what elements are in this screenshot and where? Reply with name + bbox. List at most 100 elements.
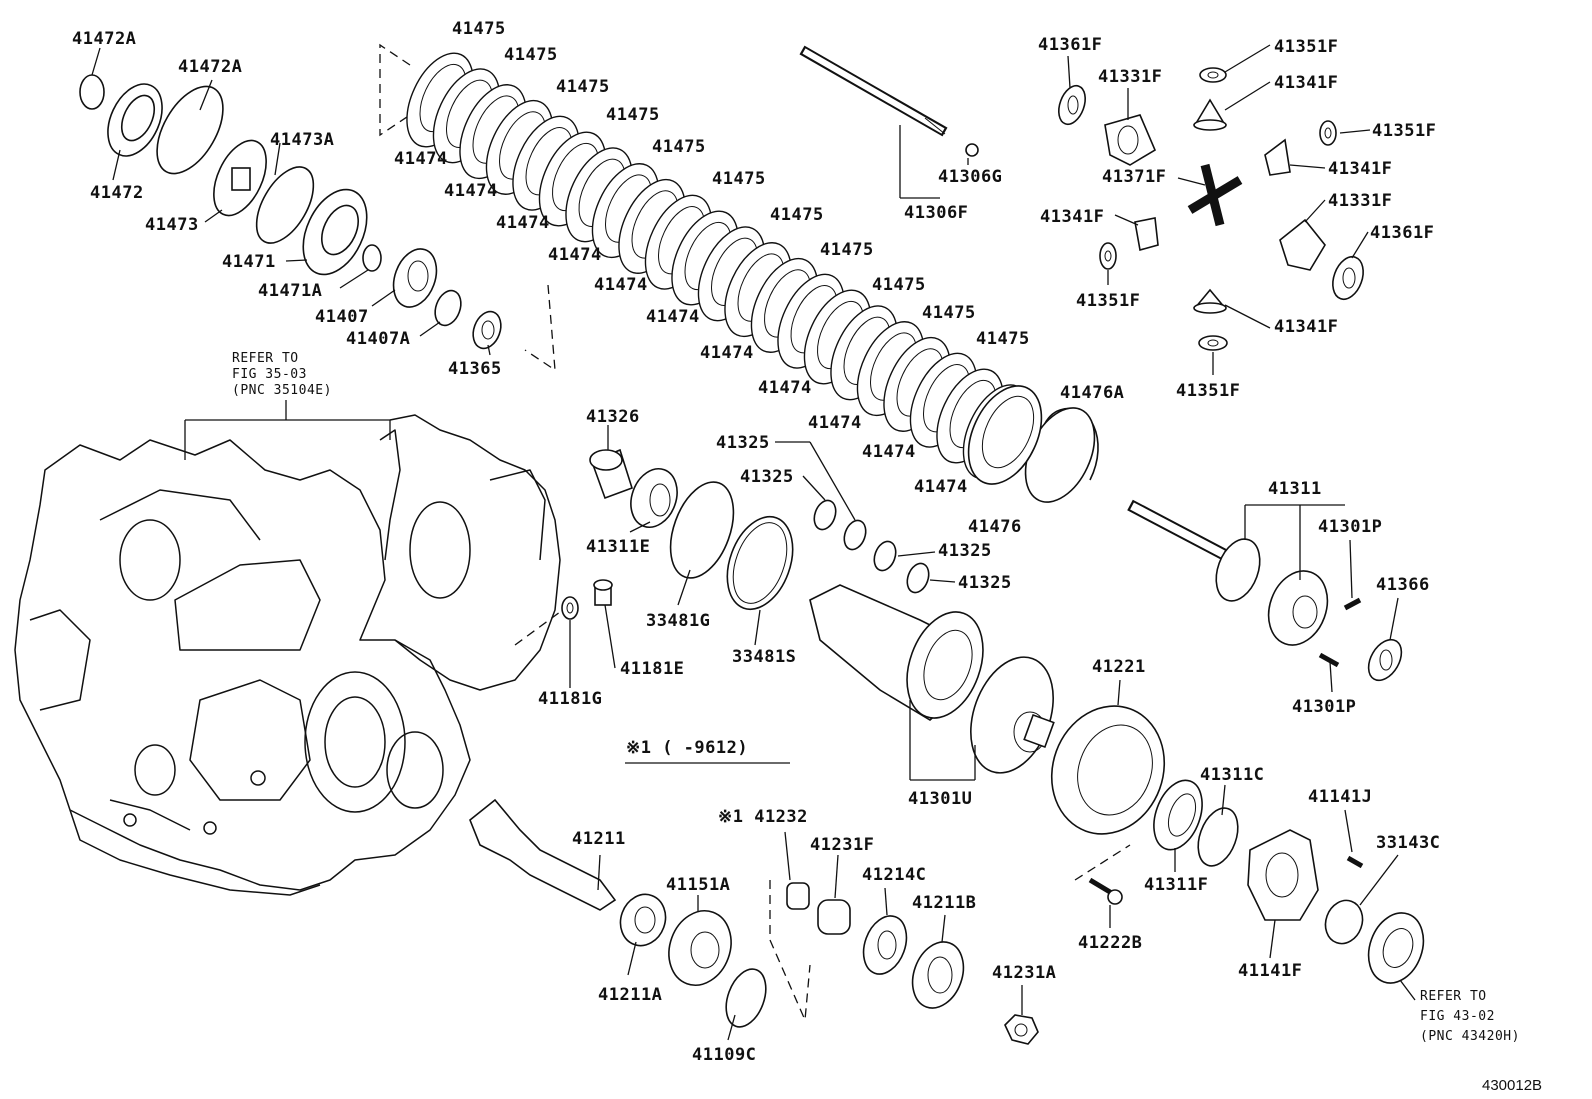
side-gear-41331F-top[interactable] — [1104, 114, 1157, 166]
bushing-41231F[interactable] — [817, 899, 851, 935]
seal-ring-33481S[interactable] — [715, 508, 804, 619]
callout-41471A: 41471A — [258, 281, 322, 301]
callout-41341F-a: 41341F — [1274, 73, 1338, 93]
oil-seal-41472[interactable] — [97, 75, 173, 164]
callout-41326: 41326 — [586, 407, 640, 427]
callout-41475-2: 41475 — [504, 45, 558, 65]
pinion-41341F-c[interactable] — [1134, 217, 1159, 252]
callout-41301U: 41301U — [908, 789, 972, 809]
callout-41311F: 41311F — [1144, 875, 1208, 895]
callout-labels: 41472A 41472A 41472 41473A 41473 41471 4… — [72, 19, 1542, 1094]
bearing-41211A[interactable] — [613, 888, 672, 952]
pinion-41341F-d[interactable] — [1193, 288, 1227, 314]
callout-41301P-b: 41301P — [1292, 697, 1356, 717]
gasket-41181G[interactable] — [561, 596, 579, 620]
small-o-ring-41472A[interactable] — [79, 74, 105, 110]
callout-41475-4: 41475 — [606, 105, 660, 125]
callout-41306F: 41306F — [904, 203, 968, 223]
pinion-shaft-41371F[interactable] — [1187, 163, 1243, 227]
washer-41351F-a[interactable] — [1199, 67, 1227, 83]
pinion-41341F-a[interactable] — [1193, 98, 1227, 131]
washer-41351F-c[interactable] — [1099, 242, 1117, 270]
callout-41371F: 41371F — [1102, 167, 1166, 187]
snap-ring-41109C[interactable] — [719, 964, 773, 1033]
callout-41476: 41476 — [968, 517, 1022, 537]
callout-41474-6: 41474 — [646, 307, 700, 327]
refer-note-case-line2: FIG 35-03 — [232, 367, 307, 382]
bolt-41301P-a[interactable] — [1343, 597, 1362, 611]
callout-41109C: 41109C — [692, 1045, 756, 1065]
snap-ring-41407A[interactable] — [431, 287, 466, 329]
washer-41214C[interactable] — [856, 910, 914, 980]
thrust-washer-41361F-b[interactable] — [1327, 253, 1368, 304]
callout-41325-3: 41325 — [938, 541, 992, 561]
bearing-race-41326[interactable] — [589, 448, 633, 500]
ring-gear-41221[interactable] — [1034, 690, 1182, 850]
callout-41181E: 41181E — [620, 659, 684, 679]
bolt-41141J[interactable] — [1346, 855, 1364, 869]
seal-ring-33481G[interactable] — [659, 473, 746, 586]
callout-41331F-b: 41331F — [1328, 191, 1392, 211]
race-41311C[interactable] — [1191, 803, 1245, 872]
washer-41351F-d[interactable] — [1198, 335, 1228, 351]
washer-41351F-b[interactable] — [1319, 120, 1337, 146]
clutch-plate-pack[interactable] — [379, 43, 1043, 489]
callout-41475-9: 41475 — [872, 275, 926, 295]
callout-41474-7: 41474 — [700, 343, 754, 363]
callout-33143C: 33143C — [1376, 833, 1440, 853]
bearing-41471[interactable] — [291, 179, 380, 284]
plug-41181E[interactable] — [593, 579, 613, 606]
washer-41365[interactable] — [468, 308, 505, 353]
piston-41476[interactable] — [954, 374, 1056, 495]
seal-33143C[interactable] — [1320, 895, 1369, 949]
planetary-gear-41407[interactable] — [386, 243, 444, 313]
differential-case-41301U[interactable] — [809, 584, 1068, 784]
callout-41311E: 41311E — [586, 537, 650, 557]
drive-pinion-41211[interactable] — [469, 798, 617, 911]
side-gear-41331F-b[interactable] — [1279, 218, 1326, 271]
bearing-41211B[interactable] — [904, 935, 972, 1015]
pinion-41341F-b[interactable] — [1264, 138, 1291, 176]
seal-41366[interactable] — [1362, 634, 1408, 686]
thrust-washer-41361F-top[interactable] — [1054, 82, 1090, 128]
callout-41222B: 41222B — [1078, 933, 1142, 953]
seal-rings-41325[interactable] — [810, 497, 932, 595]
shaft-41306F[interactable] — [799, 45, 979, 157]
bearing-41151A[interactable] — [659, 902, 741, 994]
o-ring-41473A[interactable] — [245, 158, 325, 253]
side-gear-shaft-41311[interactable] — [1127, 499, 1337, 653]
callout-41407: 41407 — [315, 307, 369, 327]
bearing-retainer-41141F[interactable] — [1247, 829, 1319, 921]
callout-41366: 41366 — [1376, 575, 1430, 595]
refer-note-case-line3: (PNC 35104E) — [232, 383, 332, 398]
callout-41231F: 41231F — [810, 835, 874, 855]
callout-41472A-a: 41472A — [72, 29, 136, 49]
o-ring-41471A[interactable] — [362, 244, 382, 272]
transaxle-case-illustration[interactable] — [14, 414, 561, 896]
bolt-41222B[interactable] — [1088, 877, 1123, 905]
o-ring-41472A-large[interactable] — [143, 75, 236, 184]
callout-41474-10: 41474 — [862, 442, 916, 462]
callout-41473A: 41473A — [270, 130, 334, 150]
callout-41221: 41221 — [1092, 657, 1146, 677]
retainer-41473[interactable] — [203, 132, 277, 223]
refer-note-flange-line2: FIG 43-02 — [1420, 1009, 1495, 1024]
callout-41351F-d: 41351F — [1176, 381, 1240, 401]
bearing-41311E[interactable] — [623, 462, 685, 533]
callout-41325-4: 41325 — [958, 573, 1012, 593]
bolt-41301P-b[interactable] — [1318, 652, 1340, 668]
callout-41211B: 41211B — [912, 893, 976, 913]
callout-41214C: 41214C — [862, 865, 926, 885]
callout-41475-6: 41475 — [712, 169, 766, 189]
callout-41211: 41211 — [572, 829, 626, 849]
callout-41472: 41472 — [90, 183, 144, 203]
callout-41475-7: 41475 — [770, 205, 824, 225]
callout-41301P-a: 41301P — [1318, 517, 1382, 537]
bushing-41232[interactable] — [786, 882, 810, 910]
callout-41311C: 41311C — [1200, 765, 1264, 785]
nut-41231A[interactable] — [1004, 1014, 1039, 1045]
flange-ref-43420H[interactable] — [1359, 905, 1432, 990]
bearing-41311F[interactable] — [1145, 774, 1211, 857]
callout-41474-4: 41474 — [548, 245, 602, 265]
